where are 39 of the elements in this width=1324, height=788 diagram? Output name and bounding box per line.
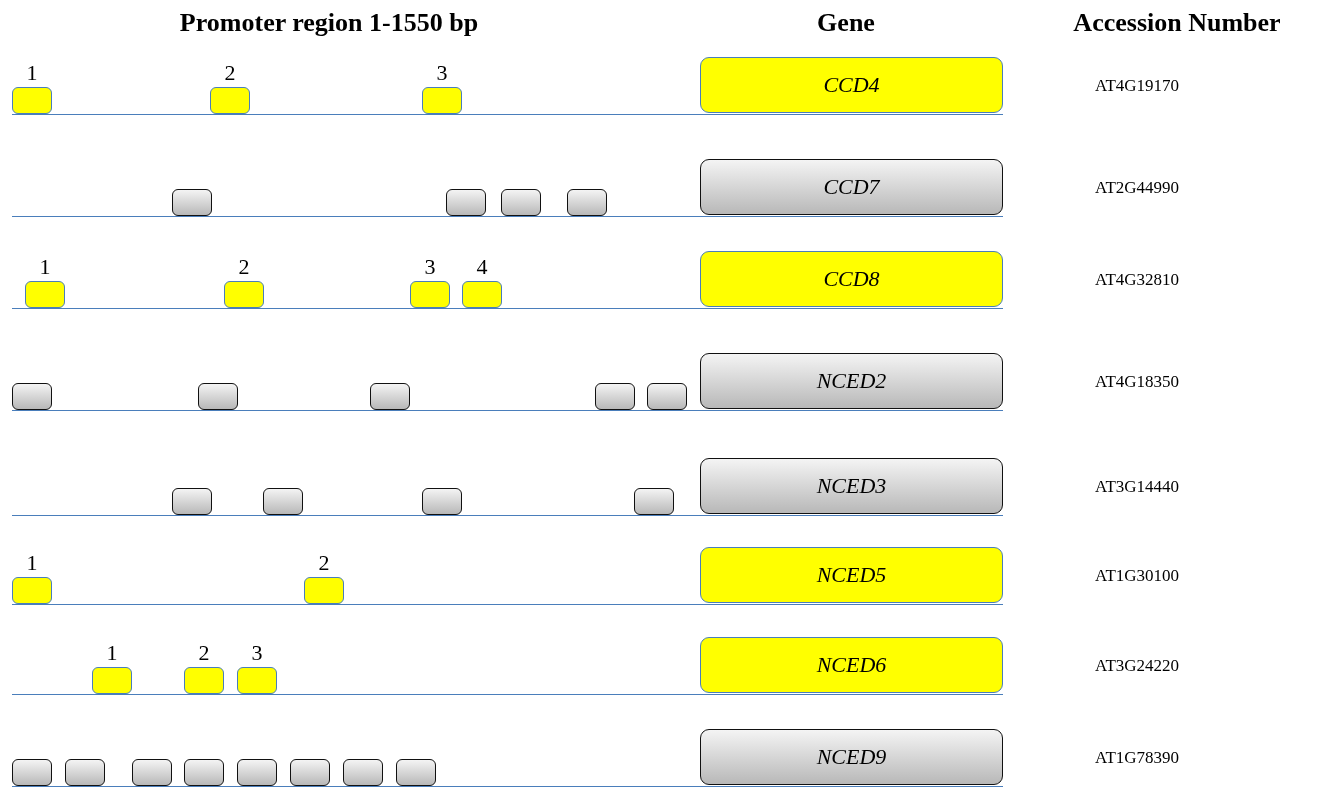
accession-number: AT1G30100 [1095,566,1180,586]
gene-box [700,547,1003,603]
gene-box [700,458,1003,514]
element-number: 2 [318,552,330,574]
accession-number: AT4G19170 [1095,76,1180,96]
accession-number: AT4G18350 [1095,372,1180,392]
gene-name: NCED2 [816,368,887,394]
element-number: 1 [26,62,38,84]
element-number: 3 [436,62,448,84]
gene-name: CCD8 [823,266,880,292]
element-number: 2 [198,642,210,664]
gene-box [700,353,1003,409]
accession-number: AT4G32810 [1095,270,1180,290]
gene-box [700,637,1003,693]
column-heading: Gene [817,8,875,38]
accession-number: AT1G78390 [1095,748,1180,768]
accession-number: AT3G24220 [1095,656,1180,676]
gene-name: CCD7 [823,174,880,200]
element-number: 1 [26,552,38,574]
gene-box [700,729,1003,785]
column-heading: Accession Number [1073,8,1281,38]
element-number: 2 [238,256,250,278]
gene-box [700,57,1003,113]
element-number: 1 [106,642,118,664]
element-number: 1 [39,256,51,278]
gene-box [700,251,1003,307]
gene-name: NCED9 [816,744,887,770]
element-number: 4 [476,256,488,278]
element-number: 3 [424,256,436,278]
accession-number: AT3G14440 [1095,477,1180,497]
column-heading: Promoter region 1-1550 bp [179,8,479,38]
accession-number: AT2G44990 [1095,178,1180,198]
gene-name: NCED5 [816,562,887,588]
element-number: 3 [251,642,263,664]
gene-name: NCED6 [816,652,887,678]
gene-name: NCED3 [816,473,887,499]
element-number: 2 [224,62,236,84]
gene-name: CCD4 [823,72,880,98]
gene-box [700,159,1003,215]
